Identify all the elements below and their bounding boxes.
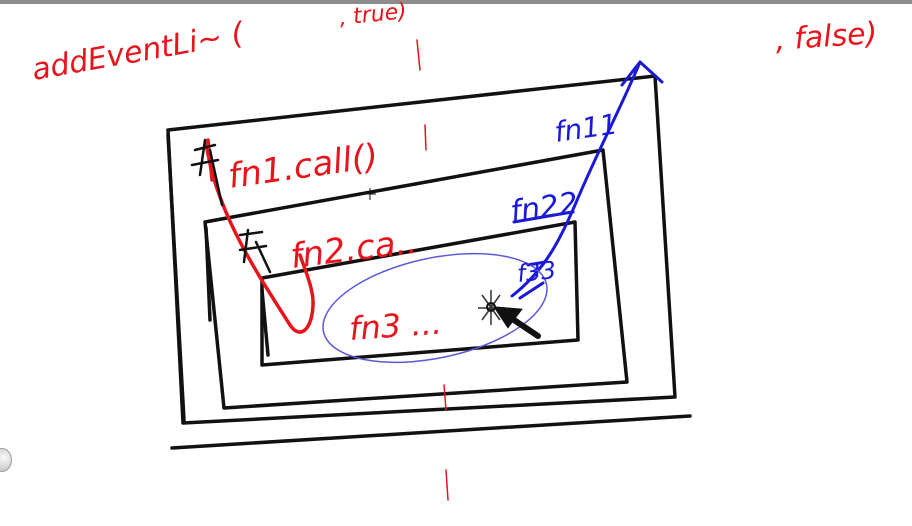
fn33-label: f33 [516,256,558,288]
capture-tick-marks [416,39,449,501]
capture-true-text: , true) [338,0,408,31]
window-top-border [0,0,912,4]
crosshair-icon [364,188,376,200]
add-event-listener-text: addEventLi~ ( [29,16,247,88]
target-ellipse [322,252,548,364]
handwritten-glyph-2 [238,228,272,274]
capture-false-text: , false) [774,16,878,58]
handwritten-glyph-1 [190,138,224,207]
fn1-call-text: fn1.call() [226,136,381,197]
fn3-call-text: fn3 ... [348,304,443,348]
fn11-label: fn11 [552,107,619,148]
inner-box [260,220,580,367]
middle-box [203,148,629,410]
fn2-call-text: fn2.ca.. [288,222,419,277]
outer-box [166,74,692,450]
arrow-pointer-icon [493,306,541,339]
